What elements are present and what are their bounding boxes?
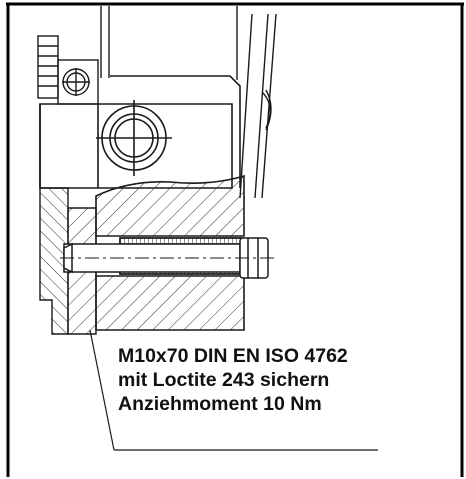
callout-line-2: mit Loctite 243 sichern (118, 369, 330, 391)
frame-border (6, 2, 464, 477)
bolt (60, 237, 276, 279)
upper-rods (100, 6, 238, 80)
main-block (39, 75, 241, 189)
bolt-callout: M10x70 DIN EN ISO 4762 mit Loctite 243 s… (118, 344, 348, 416)
left-plate (39, 187, 97, 335)
leader-line (89, 329, 378, 451)
section-hatch (95, 174, 245, 331)
callout-line-1: M10x70 DIN EN ISO 4762 (118, 345, 348, 367)
inclined-lever (239, 13, 277, 199)
left-bracket (37, 35, 99, 105)
callout-line-3: Anziehmoment 10 Nm (118, 393, 322, 415)
